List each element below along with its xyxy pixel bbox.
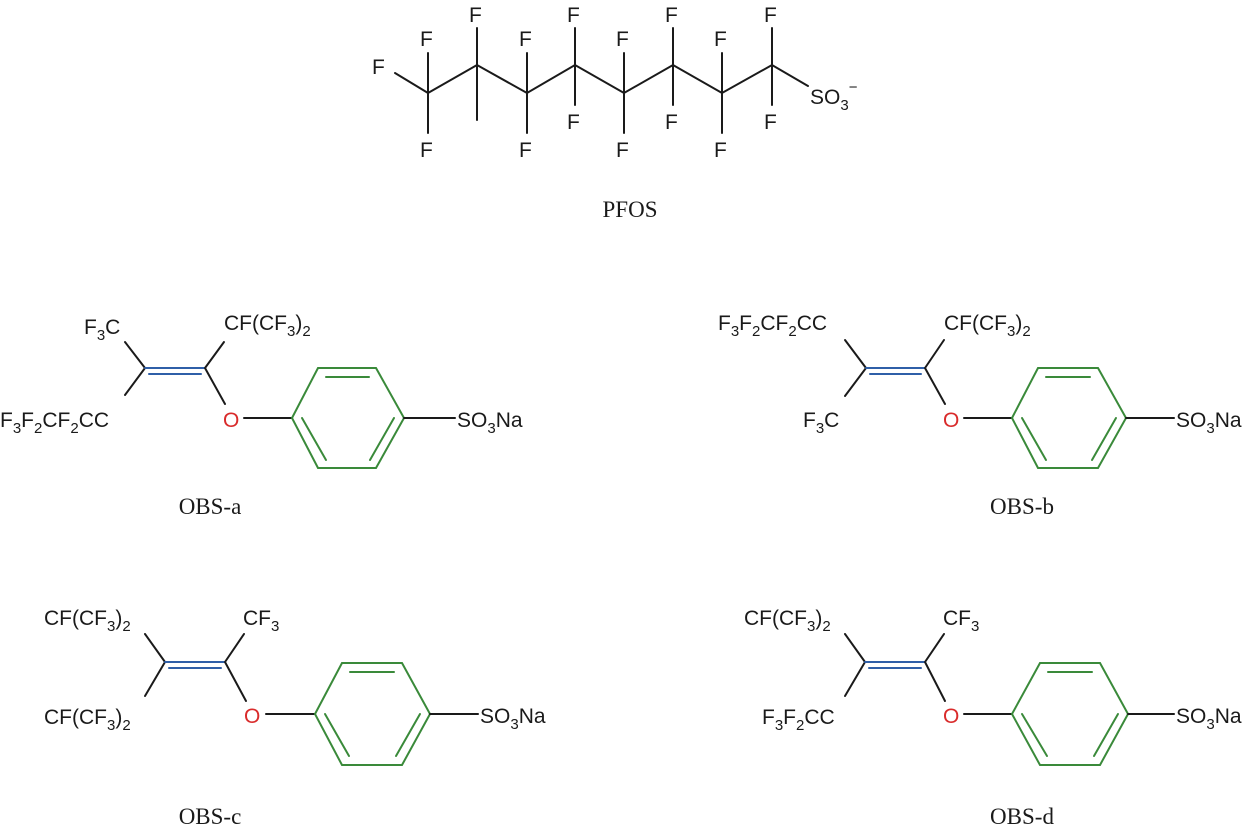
obs-d-structure: CF(CF3)2 CF3 F3F2CC O SO3Na OBS-d [744, 607, 1242, 829]
oxygen-atom: O [244, 705, 260, 728]
fluorine-atom: F [616, 28, 629, 51]
aromatic-bond [301, 417, 327, 461]
pfos-label: PFOS [603, 197, 658, 222]
fluorine-atom: F [567, 4, 580, 27]
fluorine-atom: F [764, 4, 777, 27]
substituent-label: CF3 [243, 607, 279, 635]
benzene-ring [1010, 367, 1128, 469]
substituent-label: CF(CF3)2 [744, 607, 831, 635]
aromatic-bond [1093, 713, 1119, 757]
sulfonate-group: SO3Na [480, 705, 546, 733]
substituent-bond [144, 661, 166, 697]
fluorine-atom: F [519, 139, 532, 162]
sulfonate-group: SO3Na [1176, 409, 1242, 437]
oxygen-atom: O [943, 705, 959, 728]
substituent-label: F3F2CF2CC [718, 312, 827, 340]
substituent-bond [204, 341, 225, 369]
fluorine-atom: F [372, 56, 385, 79]
substituent-bond [124, 367, 146, 396]
oxygen-atom: O [943, 409, 959, 432]
aromatic-bond [395, 713, 421, 757]
substituent-bond [844, 633, 866, 663]
benzene-ring [290, 367, 406, 469]
aromatic-bond [369, 417, 395, 461]
fluorine-atom: F [764, 111, 777, 134]
fluorine-atom: F [519, 28, 532, 51]
ether-bond [924, 661, 946, 702]
substituent-bond [144, 633, 166, 663]
sulfonate-group: SO3− [810, 79, 858, 114]
substituent-label: CF3 [943, 607, 979, 635]
obs-a-structure: F3C CF(CF3)2 F3F2CF2CC O SO3Na OBS-a [0, 312, 523, 519]
pfos-bond [394, 72, 429, 94]
fluorine-atom: F [616, 139, 629, 162]
aromatic-bond [1021, 713, 1048, 757]
substituent-bond [844, 367, 867, 397]
sulfonate-group: SO3Na [457, 409, 523, 437]
fluorine-atom: F [420, 28, 433, 51]
substituent-bond [124, 341, 146, 369]
benzene-ring [1010, 662, 1130, 766]
substituent-label: F3C [84, 316, 120, 344]
fluorine-atom: F [714, 139, 727, 162]
substituent-label: F3F2CF2CC [0, 409, 109, 437]
substituent-bond [844, 661, 866, 697]
aromatic-bond [1021, 417, 1047, 461]
aromatic-bond [1091, 417, 1117, 461]
ether-bond [204, 367, 226, 405]
substituent-bond [844, 339, 867, 369]
fluorine-atom: F [714, 28, 727, 51]
substituent-bond [924, 339, 945, 369]
oxygen-atom: O [223, 409, 239, 432]
substituent-label: CF(CF3)2 [944, 312, 1031, 340]
substituent-label: CF(CF3)2 [224, 312, 311, 340]
substituent-bond [924, 633, 945, 663]
substituent-label: F3C [803, 409, 839, 437]
substituent-label: F3F2CC [762, 706, 835, 734]
pfos-backbone [427, 63, 809, 95]
fluorine-atom: F [567, 111, 580, 134]
obs-c-label: OBS-c [179, 804, 242, 829]
substituent-label: CF(CF3)2 [44, 607, 131, 635]
substituent-bond [224, 633, 245, 663]
obs-a-label: OBS-a [179, 494, 242, 519]
fluorine-atom: F [665, 4, 678, 27]
benzene-ring [313, 662, 432, 766]
aromatic-bond [324, 713, 350, 757]
fluorine-atom: F [665, 111, 678, 134]
ether-bond [924, 367, 946, 405]
fluorine-atom: F [420, 139, 433, 162]
obs-c-structure: CF(CF3)2 CF3 CF(CF3)2 O SO3Na OBS-c [44, 607, 546, 829]
pfos-structure: F F F F F F F F F F F F F F F F SO3− PFO… [372, 4, 858, 222]
obs-d-label: OBS-d [990, 804, 1054, 829]
obs-b-structure: F3F2CF2CC CF(CF3)2 F3C O SO3Na OBS-b [718, 312, 1242, 519]
obs-b-label: OBS-b [990, 494, 1054, 519]
sulfonate-group: SO3Na [1176, 705, 1242, 733]
substituent-label: CF(CF3)2 [44, 706, 131, 734]
fluorine-atom: F [469, 4, 482, 27]
ether-bond [224, 661, 247, 702]
